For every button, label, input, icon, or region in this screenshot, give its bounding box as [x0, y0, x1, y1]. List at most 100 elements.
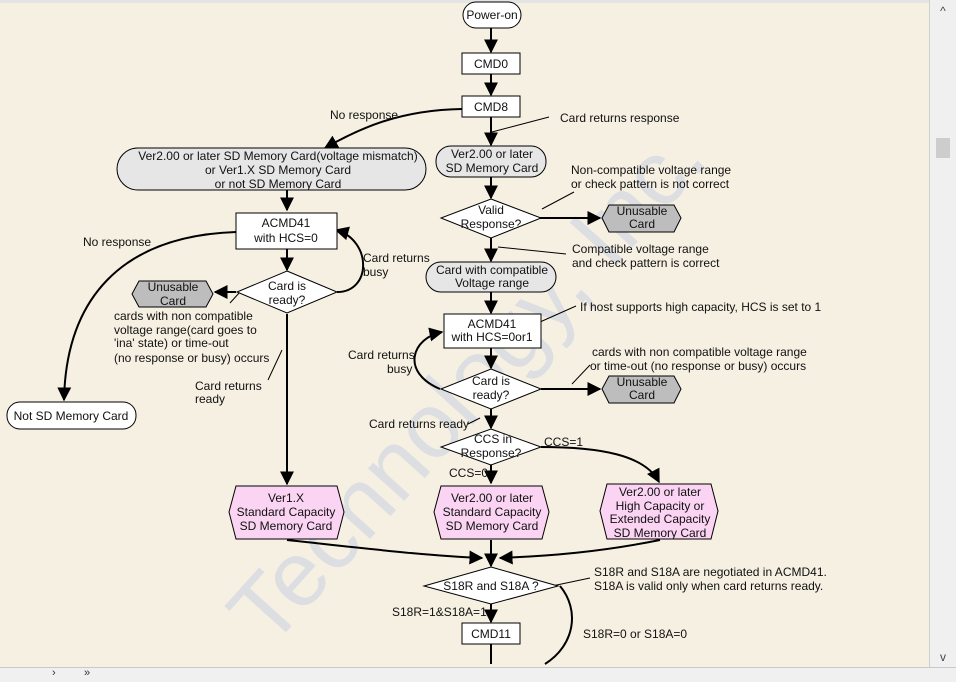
label-left-noncompat-2: voltage range(card goes to [114, 323, 257, 337]
label-ccs1: CCS=1 [544, 435, 583, 449]
unusable-left-line-1: Unusable [148, 280, 199, 294]
card-ready-left-line-2: ready? [269, 293, 306, 307]
label-hcs-note: If host supports high capacity, HCS is s… [580, 300, 822, 314]
ver2-std-line-2: Standard Capacity [443, 505, 542, 519]
label-left-noncompat-1: cards with non compatible [114, 309, 253, 323]
scroll-down-icon[interactable]: v [940, 650, 946, 664]
unusable-left-line-2: Card [160, 294, 186, 308]
label-right-noncompat-1: cards with non compatible voltage range [592, 345, 807, 359]
label-s18-no: S18R=0 or S18A=0 [583, 627, 687, 641]
ver2-high-line-1: Ver2.00 or later [619, 485, 701, 499]
label-busy-right-1: Card returns [348, 348, 415, 362]
ver1x-standard-card: Ver1.X Standard Capacity SD Memory Card [228, 485, 345, 540]
ver2-std-line-1: Ver2.00 or later [451, 491, 533, 505]
unusable-card-1: Unusable Card [601, 204, 682, 233]
last-page-icon[interactable]: » [84, 667, 91, 679]
label-non-compat-1: Non-compatible voltage range [571, 163, 731, 177]
compat-range-line-2: Voltage range [455, 276, 529, 290]
label-ready-left-2: ready [195, 392, 225, 406]
ver1x-line-2: Standard Capacity [237, 505, 336, 519]
label-s18-yes: S18R=1&S18A=1 [392, 605, 487, 619]
card-ready-right-decision: Card is ready? [439, 368, 543, 410]
power-on-node: Power-on [462, 1, 522, 29]
ccs-line-1: CCS in [474, 432, 512, 446]
edge-labels: No response Card returns response Non-co… [83, 108, 827, 641]
label-s18-note-1: S18R and S18A are negotiated in ACMD41. [594, 565, 827, 579]
left-card-line-3: or not SD Memory Card [215, 177, 342, 191]
label-non-compat-2: or check pattern is not correct [571, 177, 730, 191]
s18-text: S18R and S18A ? [443, 579, 539, 593]
leader-lines [229, 116, 591, 587]
right-card-line-2: SD Memory Card [446, 161, 539, 175]
unusable-2-line-1: Unusable [617, 375, 668, 389]
label-compat-2: and check pattern is correct [572, 256, 720, 270]
valid-response-line-2: Response? [461, 217, 522, 231]
label-busy-left-1: Card returns [363, 251, 430, 265]
ver2-high-line-4: SD Memory Card [614, 526, 707, 540]
cmd11-node: CMD11 [461, 622, 521, 645]
label-right-noncompat-2: or time-out (no response or busy) occurs [590, 359, 806, 373]
unusable-1-line-2: Card [629, 217, 655, 231]
cmd8-node: CMD8 [461, 95, 521, 118]
label-ready-right: Card returns ready [369, 417, 469, 431]
ver1x-line-3: SD Memory Card [240, 519, 333, 533]
label-busy-right-2: busy [387, 362, 412, 376]
acmd41-right-node: ACMD41 with HCS=0or1 [443, 313, 542, 349]
valid-response-decision: Valid Response? [439, 198, 543, 239]
valid-response-line-1: Valid [478, 203, 504, 217]
ver2-std-line-3: SD Memory Card [446, 519, 539, 533]
left-card-line-1: Ver2.00 or later SD Memory Card(voltage … [138, 149, 417, 163]
acmd41-left-line-1: ACMD41 [262, 216, 311, 230]
cmd11-text: CMD11 [471, 627, 511, 641]
card-ready-right-line-2: ready? [473, 388, 510, 402]
label-left-noncompat-4: (no response or busy) occurs [114, 351, 269, 365]
s18-decision: S18R and S18A ? [422, 566, 560, 605]
unusable-1-line-1: Unusable [617, 204, 668, 218]
acmd41-right-line-2: with HCS=0or1 [450, 330, 532, 344]
label-no-response-left: No response [83, 235, 151, 249]
label-left-noncompat-3: 'ina' state) or time-out [114, 336, 229, 350]
right-card-node: Ver2.00 or later SD Memory Card [435, 145, 547, 178]
label-no-response-top: No response [330, 108, 398, 122]
label-card-returns-response: Card returns response [560, 111, 680, 125]
label-compat-1: Compatible voltage range [572, 242, 709, 256]
acmd41-left-line-2: with HCS=0 [253, 231, 318, 245]
cmd0-text: CMD0 [474, 57, 508, 71]
not-sd-node: Not SD Memory Card [6, 401, 137, 430]
ver2-high-line-2: High Capacity or [616, 499, 705, 513]
compat-range-node: Card with compatible Voltage range [425, 261, 557, 293]
left-card-node: Ver2.00 or later SD Memory Card(voltage … [116, 147, 427, 191]
label-busy-left-2: busy [363, 265, 388, 279]
acmd41-left-node: ACMD41 with HCS=0 [235, 212, 338, 250]
cmd8-text: CMD8 [474, 100, 508, 114]
left-card-line-2: or Ver1.X SD Memory Card [205, 163, 351, 177]
unusable-card-left: Unusable Card [131, 280, 214, 308]
not-sd-text: Not SD Memory Card [14, 409, 129, 423]
label-s18-note-2: S18A is valid only when card returns rea… [594, 579, 823, 593]
ver1x-line-1: Ver1.X [268, 491, 304, 505]
connectors [57, 28, 661, 665]
vertical-scrollbar[interactable]: ^ v [929, 0, 956, 668]
label-ready-left-1: Card returns [195, 379, 262, 393]
card-ready-right-line-1: Card is [472, 374, 510, 388]
power-on-text: Power-on [466, 8, 517, 22]
unusable-card-2: Unusable Card [601, 375, 682, 404]
next-page-icon[interactable]: › [52, 667, 56, 679]
tab-strip [0, 0, 930, 3]
ver2-high-capacity-card: Ver2.00 or later High Capacity or Extend… [599, 483, 719, 540]
ccs-line-2: Response? [461, 446, 522, 460]
right-card-line-1: Ver2.00 or later [451, 147, 533, 161]
label-ccs0: CCS=0 [449, 466, 488, 480]
ccs-response-decision: CCS in Response? [439, 428, 543, 466]
bottom-toolbar: › » [0, 667, 956, 682]
ver2-standard-card: Ver2.00 or later Standard Capacity SD Me… [433, 485, 550, 540]
cmd0-node: CMD0 [461, 52, 521, 75]
compat-range-line-1: Card with compatible [436, 263, 548, 277]
acmd41-right-line-1: ACMD41 [468, 317, 517, 331]
unusable-2-line-2: Card [629, 388, 655, 402]
scroll-thumb[interactable] [936, 138, 950, 158]
ver2-high-line-3: Extended Capacity [610, 512, 711, 526]
card-ready-left-decision: Card is ready? [235, 270, 339, 314]
scroll-up-icon[interactable]: ^ [940, 4, 946, 18]
